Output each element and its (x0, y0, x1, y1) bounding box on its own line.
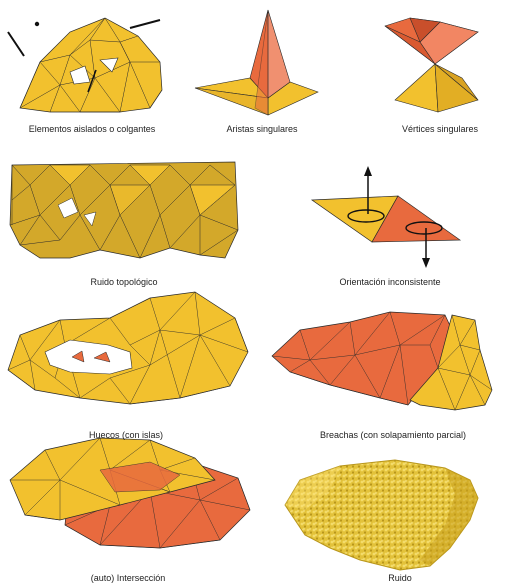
panel-holes (8, 292, 248, 404)
normal-up-arrow (364, 166, 372, 176)
caption-intersection: (auto) Intersección (91, 573, 166, 583)
mesh-surface (20, 18, 162, 112)
panel-inconsistent-orientation (312, 166, 460, 268)
panel-intersection (10, 438, 250, 548)
panel-singular-vertices (385, 18, 478, 112)
panel-gaps (272, 312, 492, 410)
panel-topological-noise (10, 162, 238, 258)
caption-singular-vertices: Vértices singulares (402, 124, 478, 134)
panel-singular-edges (195, 10, 318, 115)
caption-holes: Huecos (con islas) (89, 430, 163, 440)
caption-isolated: Elementos aislados o colgantes (29, 124, 156, 134)
caption-topological-noise: Ruido topológico (90, 277, 157, 287)
isolated-vertex (35, 22, 39, 26)
caption-gaps: Breachas (con solapamiento parcial) (320, 430, 466, 440)
panel-noise (285, 460, 478, 570)
caption-noise: Ruido (388, 573, 412, 583)
caption-singular-edges: Aristas singulares (226, 124, 297, 134)
panel-isolated-elements (8, 18, 162, 112)
dangling-edge (130, 20, 160, 28)
caption-orientation: Orientación inconsistente (339, 277, 440, 287)
dangling-edge (8, 32, 24, 56)
normal-down-arrow (422, 258, 430, 268)
